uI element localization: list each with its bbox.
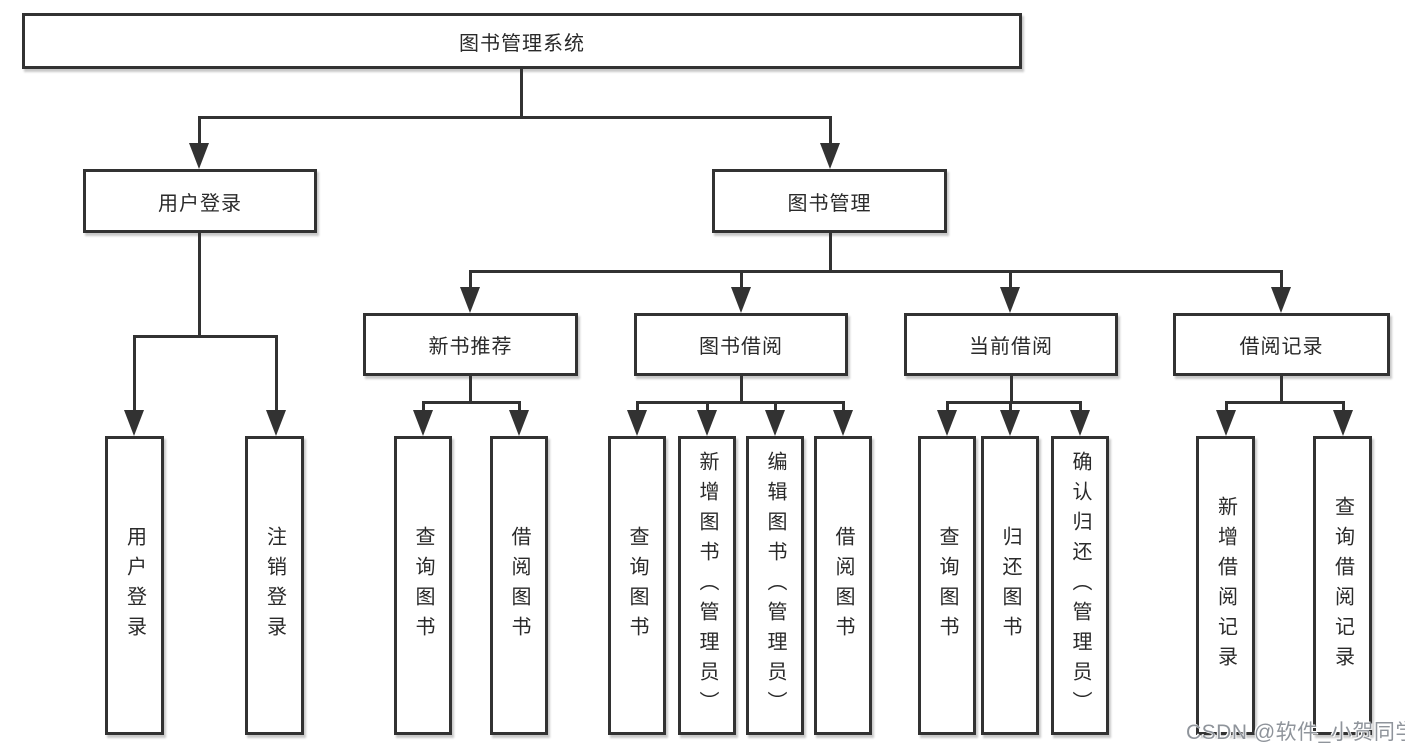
node-label: 查询图书 — [936, 525, 958, 646]
connector-hline — [1225, 401, 1345, 404]
arrow-down-icon — [189, 143, 209, 169]
arrow-down-icon — [460, 287, 480, 313]
node-label: 图书借阅 — [699, 336, 783, 358]
arrow-down-icon — [1070, 410, 1090, 436]
connector-vline — [829, 117, 832, 145]
node-label: 借阅记录 — [1239, 336, 1324, 358]
node-current-borrowing: 当前借阅 — [904, 313, 1118, 376]
arrow-down-icon — [627, 410, 647, 436]
node-user-login: 用户登录 — [83, 169, 317, 233]
node-label: 查询图书 — [412, 525, 434, 646]
connector-vline — [1280, 375, 1283, 404]
connector-vline — [740, 375, 743, 404]
arrow-down-icon — [1216, 410, 1236, 436]
arrow-down-icon — [509, 410, 529, 436]
node-label: 新书推荐 — [428, 336, 513, 358]
node-label: 注销登录 — [263, 525, 286, 646]
connector-vline — [774, 402, 777, 412]
connector-vline — [275, 336, 278, 412]
node-label: 查询图书 — [626, 525, 648, 646]
leaf-bb-edit-books-admin: 编辑图书（管理员） — [746, 436, 804, 735]
connector-vline — [1010, 375, 1013, 404]
arrow-down-icon — [820, 143, 840, 169]
connector-hline — [636, 401, 845, 404]
node-book-management: 图书管理 — [712, 169, 947, 233]
arrow-down-icon — [937, 410, 957, 436]
leaf-bb-borrow-books: 借阅图书 — [814, 436, 872, 735]
leaf-nb-borrow-books: 借阅图书 — [490, 436, 548, 735]
connector-vline — [1079, 402, 1082, 412]
node-label: 归还图书 — [999, 525, 1021, 646]
node-label: 新增图书（管理员） — [696, 450, 718, 721]
connector-vline — [518, 402, 521, 412]
node-label: 查询借阅记录 — [1331, 495, 1354, 676]
connector-vline — [520, 69, 523, 117]
leaf-cb-query-books: 查询图书 — [918, 436, 976, 735]
connector-vline — [636, 402, 639, 412]
arrow-down-icon — [413, 410, 433, 436]
connector-vline — [198, 117, 201, 145]
connector-hline — [133, 335, 278, 338]
connector-vline — [946, 402, 949, 412]
connector-vline — [706, 402, 709, 412]
arrow-down-icon — [731, 287, 751, 313]
arrow-down-icon — [124, 410, 144, 436]
node-root-library-system: 图书管理系统 — [22, 13, 1022, 69]
node-book-borrowing: 图书借阅 — [634, 313, 848, 376]
connector-vline — [133, 336, 136, 412]
node-label: 图书管理 — [787, 192, 872, 215]
connector-hline — [422, 401, 521, 404]
connector-vline — [1280, 271, 1283, 289]
connector-vline — [1225, 402, 1228, 412]
node-label: 借阅图书 — [832, 525, 854, 646]
arrow-down-icon — [1271, 287, 1291, 313]
leaf-br-add-record: 新增借阅记录 — [1196, 436, 1255, 735]
leaf-cb-confirm-return-admin: 确认归还（管理员） — [1051, 436, 1109, 735]
leaf-logout: 注销登录 — [245, 436, 304, 735]
arrow-down-icon — [1333, 410, 1353, 436]
node-borrow-records: 借阅记录 — [1173, 313, 1390, 376]
arrow-down-icon — [765, 410, 785, 436]
connector-hline — [946, 401, 1082, 404]
arrow-down-icon — [833, 410, 853, 436]
arrow-down-icon — [1000, 287, 1020, 313]
node-label: 图书管理系统 — [459, 32, 585, 55]
connector-vline — [469, 271, 472, 289]
connector-vline — [842, 402, 845, 412]
connector-vline — [829, 232, 832, 273]
connector-hline — [469, 270, 1283, 273]
arrow-down-icon — [697, 410, 717, 436]
arrow-down-icon — [266, 410, 286, 436]
leaf-br-query-record: 查询借阅记录 — [1313, 436, 1372, 735]
node-label: 编辑图书（管理员） — [764, 450, 786, 721]
leaf-cb-return-books: 归还图书 — [981, 436, 1039, 735]
leaf-nb-query-books: 查询图书 — [394, 436, 452, 735]
leaf-bb-add-books-admin: 新增图书（管理员） — [678, 436, 736, 735]
leaf-user-login: 用户登录 — [105, 436, 164, 735]
node-label: 新增借阅记录 — [1214, 495, 1237, 676]
node-label: 用户登录 — [123, 525, 146, 646]
connector-vline — [198, 232, 201, 338]
node-label: 当前借阅 — [969, 336, 1053, 358]
connector-vline — [1009, 271, 1012, 289]
arrow-down-icon — [1000, 410, 1020, 436]
watermark: CSDN @软件_小贺同学 — [1186, 721, 1405, 744]
leaf-bb-query-books: 查询图书 — [608, 436, 666, 735]
connector-vline — [1342, 402, 1345, 412]
connector-hline — [198, 116, 832, 119]
node-label: 用户登录 — [158, 192, 242, 215]
node-label: 借阅图书 — [508, 525, 530, 646]
connector-vline — [1009, 402, 1012, 412]
connector-vline — [740, 271, 743, 289]
node-new-book-recommend: 新书推荐 — [363, 313, 578, 376]
node-label: 确认归还（管理员） — [1069, 450, 1091, 721]
connector-vline — [469, 375, 472, 404]
connector-vline — [422, 402, 425, 412]
